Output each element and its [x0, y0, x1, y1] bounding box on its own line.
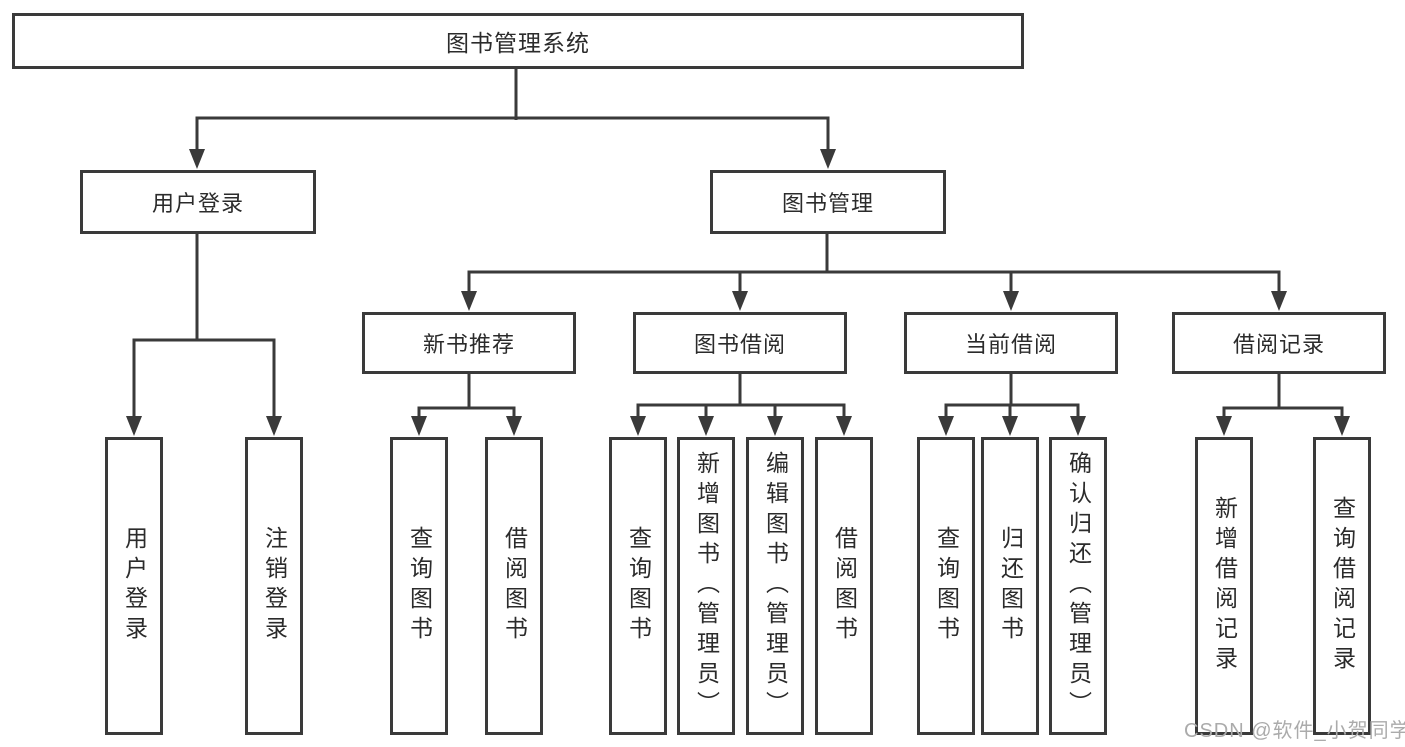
leaf-add-borrow-record-label: 新增借阅记录 [1211, 496, 1238, 676]
leaf-recommend-query-books: 查询图书 [390, 437, 448, 735]
node-book-management-label: 图书管理 [781, 191, 874, 216]
node-user-login-label: 用户登录 [151, 191, 244, 216]
leaf-current-query-books-label: 查询图书 [933, 526, 960, 646]
leaf-return-books-label: 归还图书 [997, 526, 1024, 646]
leaf-confirm-return-admin: 确认归还（管理员） [1049, 437, 1107, 735]
leaf-borrow-books-label: 借阅图书 [831, 526, 858, 646]
connector-book-borrow-to-leaves [630, 373, 852, 436]
node-book-management: 图书管理 [710, 170, 946, 234]
node-book-borrow-label: 图书借阅 [693, 332, 786, 357]
connector-user-login-to-leaves [126, 233, 282, 436]
connector-new-book-to-leaves [411, 373, 522, 436]
connector-borrow-record-to-leaves [1216, 373, 1350, 436]
connector-current-borrow-to-leaves [938, 373, 1086, 436]
node-borrow-record-label: 借阅记录 [1232, 332, 1325, 357]
connector-root-to-level2 [189, 68, 836, 169]
leaf-recommend-borrow-books: 借阅图书 [485, 437, 543, 735]
connector-book-mgmt-to-level3 [461, 233, 1287, 311]
node-new-book-recommend: 新书推荐 [362, 312, 576, 374]
node-new-book-recommend-label: 新书推荐 [422, 332, 515, 357]
node-user-login: 用户登录 [80, 170, 316, 234]
node-borrow-record: 借阅记录 [1172, 312, 1386, 374]
node-current-borrow-label: 当前借阅 [964, 332, 1057, 357]
leaf-return-books: 归还图书 [981, 437, 1039, 735]
leaf-logout-label: 注销登录 [261, 526, 288, 646]
node-library-system: 图书管理系统 [12, 13, 1024, 69]
leaf-user-login-label: 用户登录 [121, 526, 148, 646]
leaf-recommend-borrow-books-label: 借阅图书 [501, 526, 528, 646]
leaf-borrow-books: 借阅图书 [815, 437, 873, 735]
leaf-edit-books-admin: 编辑图书（管理员） [746, 437, 804, 735]
node-library-system-label: 图书管理系统 [446, 30, 590, 56]
leaf-logout: 注销登录 [245, 437, 303, 735]
leaf-query-borrow-record-label: 查询借阅记录 [1329, 496, 1356, 676]
csdn-watermark: CSDN @软件_小贺同学 [1184, 720, 1405, 742]
leaf-edit-books-admin-label: 编辑图书（管理员） [762, 451, 789, 721]
node-current-borrow: 当前借阅 [904, 312, 1118, 374]
leaf-current-query-books: 查询图书 [917, 437, 975, 735]
leaf-user-login: 用户登录 [105, 437, 163, 735]
node-book-borrow: 图书借阅 [633, 312, 847, 374]
leaf-add-borrow-record: 新增借阅记录 [1195, 437, 1253, 735]
leaf-recommend-query-books-label: 查询图书 [406, 526, 433, 646]
leaf-borrow-query-books-label: 查询图书 [625, 526, 652, 646]
leaf-confirm-return-admin-label: 确认归还（管理员） [1065, 451, 1092, 721]
leaf-add-books-admin-label: 新增图书（管理员） [693, 451, 720, 721]
leaf-borrow-query-books: 查询图书 [609, 437, 667, 735]
leaf-add-books-admin: 新增图书（管理员） [677, 437, 735, 735]
leaf-query-borrow-record: 查询借阅记录 [1313, 437, 1371, 735]
